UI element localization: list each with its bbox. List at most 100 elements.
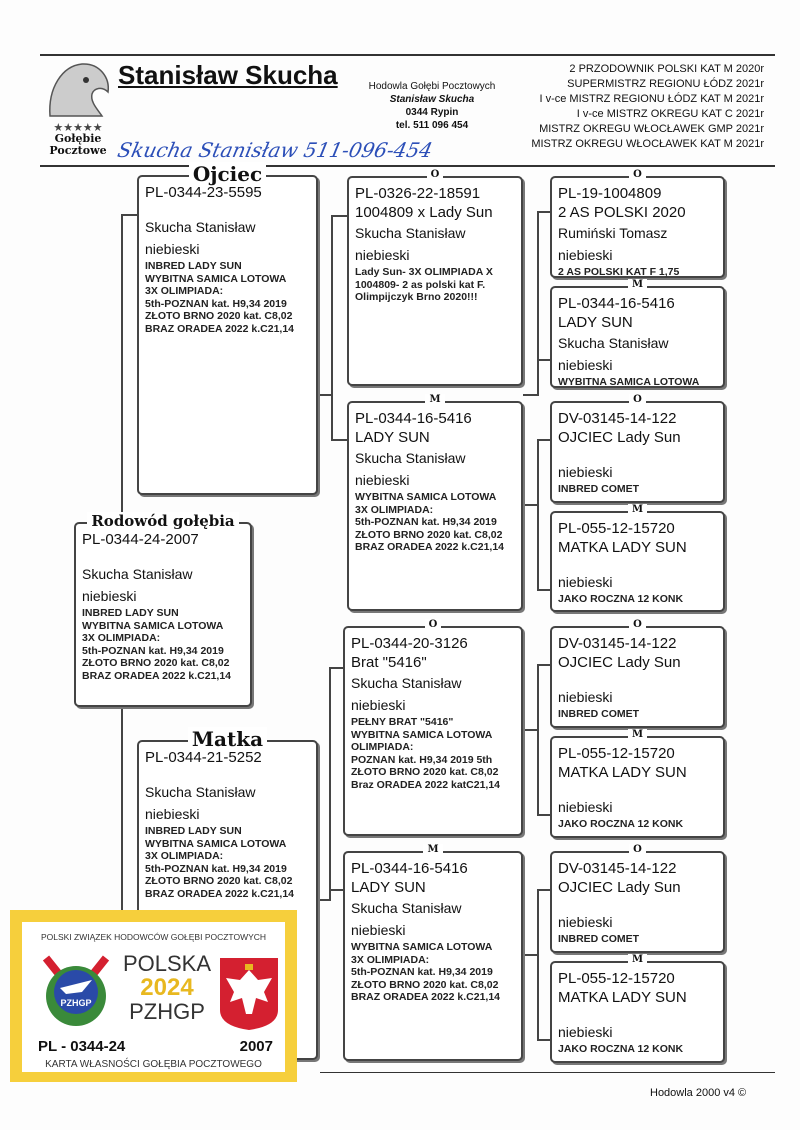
box-title: M	[627, 954, 648, 965]
footer-rule	[320, 1072, 775, 1073]
pigeon-id-line: DV-03145-14-122	[558, 860, 677, 877]
box-title: O	[424, 619, 442, 630]
achievement-line: WYBITNA SAMICA LOTOWA	[351, 941, 493, 953]
achievement-line: 5th-POZNAN kat. H9,34 2019	[145, 862, 287, 875]
sticker-caption: KARTA WŁASNOŚCI GOŁĘBIA POCZTOWEGO	[45, 1059, 262, 1070]
box-title: M	[627, 504, 648, 515]
box-title: O	[426, 169, 444, 180]
pigeon-detail-line	[558, 1007, 717, 1021]
connector-line	[523, 664, 550, 816]
pigeon-detail-line: niebieski	[355, 472, 410, 488]
pigeon-detail-line: Skucha Stanisław	[355, 225, 466, 241]
achievement-line: WYBITNA SAMICA LOTOWA	[558, 376, 700, 388]
sticker-abbr: PZHGP	[129, 999, 205, 1024]
achievement-line: WYBITNA SAMICA LOTOWA	[351, 728, 493, 741]
pigeon-detail-line	[558, 897, 717, 911]
pigeon-detail-line: Skucha Stanisław	[145, 784, 256, 800]
logo-text-line: Gołębie	[54, 132, 102, 145]
achievement-line: POZNAN kat. H9,34 2019 5th	[351, 753, 493, 766]
box-title: Matka	[187, 727, 268, 751]
sticker-country: POLSKA	[122, 951, 212, 976]
box-title: M	[425, 394, 445, 405]
breeder-logo: ★★★★★ Gołębie Pocztowe	[42, 58, 114, 157]
pigeon-detail-line: Skucha Stanisław	[351, 900, 462, 916]
achievement-line: JAKO ROCZNA 12 KONK	[558, 593, 684, 605]
contact-line: Stanisław Skucha	[389, 94, 475, 105]
header-bottom-rule	[40, 165, 775, 167]
achievement-line: WYBITNA SAMICA LOTOWA	[82, 619, 224, 632]
pigeon-detail-line: niebieski	[558, 799, 613, 815]
achievement-line: 2 AS POLSKI KAT F 1,75	[558, 266, 680, 278]
polish-eagle-coat-of-arms-icon	[220, 958, 278, 1030]
logo-text-line: Pocztowe	[49, 144, 107, 157]
achievement-line: Olimpijczyk Brno 2020!!!	[355, 291, 478, 303]
pigeon-id-line: OJCIEC Lady Sun	[558, 429, 681, 446]
achievement-line: 3X OLIMPIADA:	[355, 503, 434, 516]
achievement-line: Lady Sun- 3X OLIMPIADA X	[355, 266, 493, 278]
pigeon-id-line: DV-03145-14-122	[558, 410, 677, 427]
pigeon-id-line: PL-055-12-15720	[558, 520, 675, 537]
header-top-rule	[40, 54, 775, 56]
pigeon-id-line: OJCIEC Lady Sun	[558, 654, 681, 671]
pigeon-detail-line: niebieski	[558, 689, 613, 705]
achievement-line: 3X OLIMPIADA:	[145, 850, 224, 862]
achievement-line: BRAZ ORADEA 2022 k.C21,14	[145, 887, 294, 900]
achievement-line: 3X OLIMPIADA:	[145, 285, 224, 297]
connector-line	[318, 215, 347, 441]
box-title: Rodowód gołębia	[87, 512, 239, 530]
pigeon-id-line: PL-19-1004809	[558, 185, 662, 202]
achievement-line: ZŁOTO BRNO 2020 kat. C8,02	[355, 528, 503, 541]
pigeon-detail-line	[558, 557, 717, 571]
box-title: O	[629, 844, 646, 855]
pigeon-id-line: PL-0344-24-2007	[82, 531, 199, 548]
connector-line	[121, 214, 137, 522]
pigeon-detail-line	[558, 672, 717, 686]
pigeon-detail-line	[82, 549, 244, 563]
box-title: M	[423, 844, 443, 855]
ownership-card-sticker: POLSKI ZWIĄZEK HODOWCÓW GOŁĘBI POCZTOWYC…	[10, 910, 297, 1082]
achievement-line: 5th-POZNAN kat. H9,34 2019	[145, 297, 287, 310]
pigeon-detail-line: niebieski	[558, 247, 613, 263]
achievement-line: INBRED LADY SUN	[145, 825, 242, 837]
pigeon-id-line: PL-0344-16-5416	[355, 410, 472, 427]
achievement-line: JAKO ROCZNA 12 KONK	[558, 818, 684, 830]
award-item: 2 PRZODOWNIK POLSKI KAT M 2020r	[569, 63, 764, 75]
pigeon-detail-line: Skucha Stanisław	[355, 450, 466, 466]
pigeon-detail-line: niebieski	[558, 1024, 613, 1040]
pigeon-id-line: Brat "5416"	[351, 654, 427, 671]
achievement-line: ZŁOTO BRNO 2020 kat. C8,02	[351, 978, 499, 991]
achievement-line: Braz ORADEA 2022 katC21,14	[351, 778, 501, 791]
connector-line	[318, 667, 343, 901]
sticker-ring-number: 2007	[239, 1038, 273, 1055]
pigeon-detail-line	[558, 782, 717, 796]
achievement-line: ZŁOTO BRNO 2020 kat. C8,02	[145, 310, 293, 322]
achievement-line: 1004809- 2 as polski kat F.	[355, 278, 486, 291]
pigeon-detail-line: niebieski	[145, 241, 200, 257]
pigeon-head-icon	[49, 63, 109, 117]
achievement-line: INBRED COMET	[558, 483, 640, 495]
connector-line	[523, 439, 550, 591]
box-title: O	[629, 394, 646, 405]
achievement-line: BRAZ ORADEA 2022 k.C21,14	[351, 991, 500, 1003]
pigeon-id-line: MATKA LADY SUN	[558, 764, 687, 781]
pigeon-detail-line: niebieski	[558, 574, 613, 590]
connector-line	[523, 889, 550, 1041]
box-title: Ojciec	[188, 162, 267, 186]
achievement-line: BRAZ ORADEA 2022 k.C21,14	[82, 669, 231, 682]
contact-line: tel. 511 096 454	[395, 120, 469, 131]
achievement-line: ZŁOTO BRNO 2020 kat. C8,02	[82, 657, 230, 669]
achievement-line: 3X OLIMPIADA:	[82, 632, 161, 644]
pigeon-detail-line: niebieski	[558, 914, 613, 930]
pigeon-detail-line: Skucha Stanisław	[145, 219, 256, 235]
breeder-contact: Hodowla Gołębi Pocztowych Stanisław Skuc…	[362, 80, 502, 132]
achievement-line: INBRED LADY SUN	[145, 260, 242, 272]
achievement-line: INBRED LADY SUN	[82, 607, 179, 619]
